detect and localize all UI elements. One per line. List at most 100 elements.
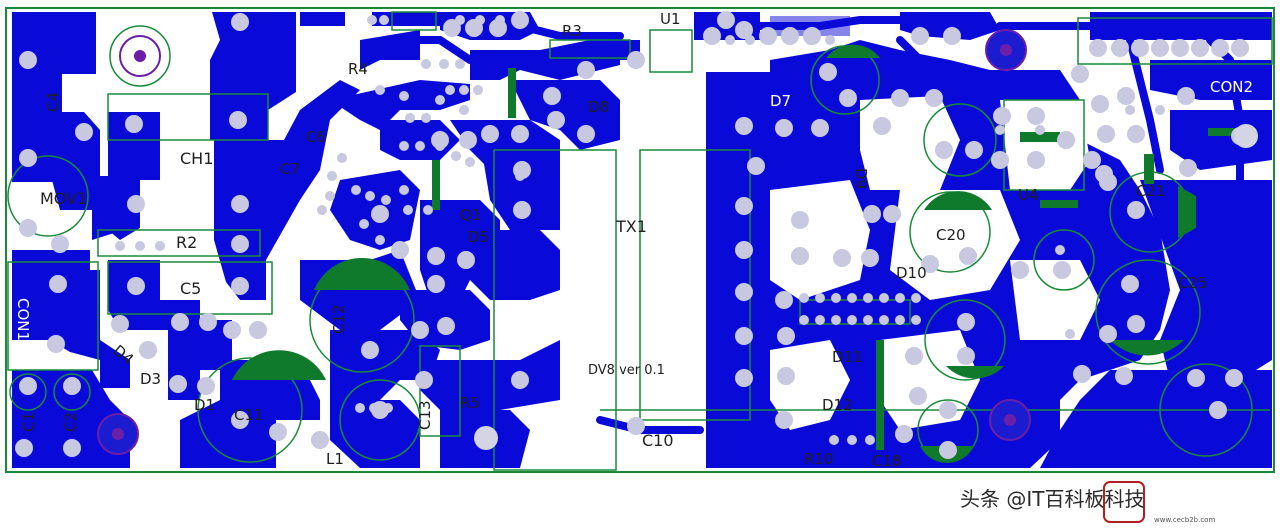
via: [369, 403, 379, 413]
pad: [411, 321, 429, 339]
pad: [459, 131, 477, 149]
pad: [627, 51, 645, 69]
pad: [481, 125, 499, 143]
via: [375, 235, 385, 245]
via: [317, 205, 327, 215]
label-d7: D7: [770, 92, 791, 110]
pad: [49, 275, 67, 293]
via: [785, 35, 795, 45]
pad: [543, 87, 561, 105]
pad: [993, 107, 1011, 125]
via: [799, 315, 809, 325]
pad: [139, 341, 157, 359]
pad: [19, 219, 37, 237]
via: [115, 241, 125, 251]
label-u1: U1: [660, 10, 681, 28]
pad: [943, 27, 961, 45]
pad: [775, 291, 793, 309]
label-d12: D12: [822, 396, 853, 414]
label-u4: U4: [1018, 186, 1039, 204]
pad: [1053, 261, 1071, 279]
pad: [427, 275, 445, 293]
via: [815, 293, 825, 303]
pad: [861, 249, 879, 267]
clearance-zones: [560, 60, 1100, 430]
pad: [1115, 367, 1133, 385]
via: [421, 113, 431, 123]
pad: [197, 377, 215, 395]
via: [879, 315, 889, 325]
pad: [19, 377, 37, 395]
via: [895, 293, 905, 303]
pad: [249, 321, 267, 339]
pad: [19, 149, 37, 167]
via: [765, 35, 775, 45]
via: [355, 403, 365, 413]
via: [805, 35, 815, 45]
mounting-holes: [97, 29, 1031, 455]
pad: [957, 313, 975, 331]
pad: [777, 367, 795, 385]
polarity-marks: [232, 44, 1256, 463]
pad: [63, 377, 81, 395]
pad: [1111, 39, 1129, 57]
pad: [925, 89, 943, 107]
pad: [1011, 261, 1029, 279]
label-d3: D3: [140, 370, 161, 388]
via: [475, 15, 485, 25]
pad: [427, 247, 445, 265]
via: [365, 191, 375, 201]
pad: [15, 439, 33, 457]
label-c12: C12: [330, 304, 348, 334]
label-c2: C2: [62, 412, 80, 432]
pad: [437, 317, 455, 335]
pad: [991, 151, 1009, 169]
pad: [873, 117, 891, 135]
via: [383, 403, 393, 413]
pad: [627, 417, 645, 435]
pad: [911, 27, 929, 45]
pad: [231, 411, 249, 429]
pad: [1179, 159, 1197, 177]
label-c4: C4: [44, 92, 62, 112]
label-c5: C5: [180, 279, 201, 298]
via: [327, 171, 337, 181]
via: [831, 293, 841, 303]
via: [1035, 125, 1045, 135]
pad-large: [1234, 124, 1258, 148]
via: [403, 205, 413, 215]
via: [337, 153, 347, 163]
label-tx1: TX1: [615, 217, 647, 236]
label-d11: D11: [832, 348, 863, 366]
via: [911, 315, 921, 325]
pad: [811, 119, 829, 137]
pad: [361, 341, 379, 359]
pad: [775, 119, 793, 137]
label-ch1: CH1: [180, 149, 213, 168]
via: [367, 15, 377, 25]
pad: [513, 201, 531, 219]
pad: [1095, 165, 1113, 183]
label-c25: C25: [1178, 274, 1208, 292]
via: [423, 205, 433, 215]
pad: [1225, 369, 1243, 387]
pad: [371, 205, 389, 223]
via: [459, 85, 469, 95]
pad: [1209, 401, 1227, 419]
pad: [717, 11, 735, 29]
pad: [231, 277, 249, 295]
pad: [1097, 125, 1115, 143]
via: [815, 315, 825, 325]
pad: [269, 423, 287, 441]
pad: [735, 241, 753, 259]
pad: [1171, 39, 1189, 57]
pads: [15, 11, 1258, 459]
via: [473, 85, 483, 95]
pad: [1151, 39, 1169, 57]
pad: [939, 441, 957, 459]
via: [435, 141, 445, 151]
via: [375, 85, 385, 95]
label-q1: Q1: [460, 206, 481, 224]
pad: [127, 277, 145, 295]
